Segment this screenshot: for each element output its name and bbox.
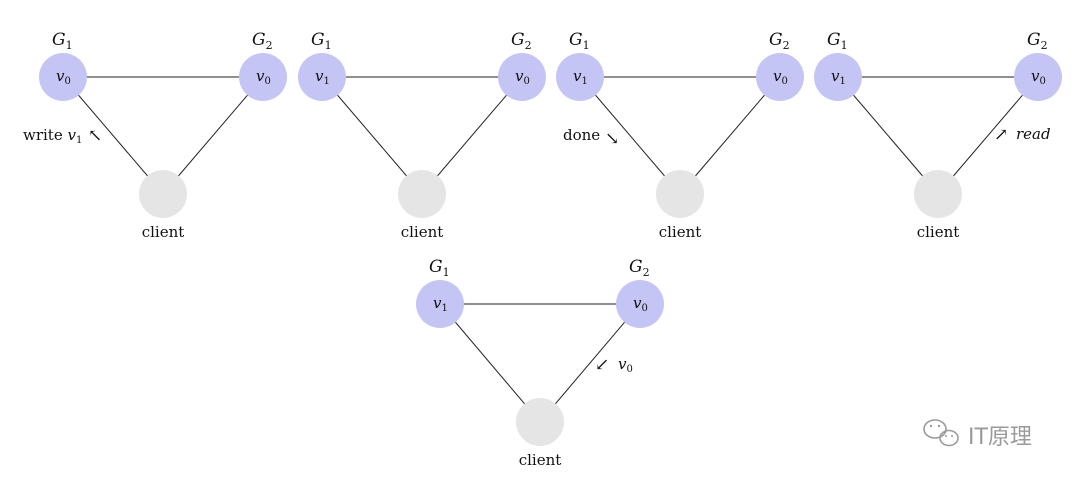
client-label: client [659, 223, 702, 241]
edge-g1-client [439, 303, 541, 423]
client-node [656, 170, 704, 218]
server-value-g2: v0 [1031, 67, 1046, 87]
edge-g2-client [679, 76, 781, 195]
client-node [914, 170, 962, 218]
edge-g1-client [837, 76, 939, 195]
server-node-g2 [756, 53, 804, 101]
client-node [516, 398, 564, 446]
annotation-write: write v1 [23, 126, 82, 146]
server-node-g1 [298, 53, 346, 101]
edge-g1-client [579, 76, 681, 195]
annotation-done: done [563, 126, 600, 144]
up-right-arrow-icon: ↗ [994, 125, 1008, 145]
server-label-g1: G1 [827, 30, 848, 52]
server-label-g2: G2 [629, 257, 650, 279]
client-label: client [917, 223, 960, 241]
server-node-g1 [39, 53, 87, 101]
panel-2: G1 G2 v1 v0 client [298, 30, 546, 241]
server-value-g2: v0 [515, 67, 530, 87]
panel-5: G1 G2 v1 v0 client ↙ v0 [416, 257, 664, 469]
client-node [139, 170, 187, 218]
edge-g2-client [421, 76, 523, 195]
edge-g2-client [162, 76, 264, 195]
edge-g2-client [937, 76, 1039, 195]
server-label-g2: G2 [769, 30, 790, 52]
server-label-g1: G1 [429, 257, 450, 279]
server-value-g2: v0 [773, 67, 788, 87]
wechat-icon [923, 419, 959, 447]
panel-4: G1 G2 v1 v0 client ↗ read [814, 30, 1062, 241]
watermark-text: IT原理 [968, 425, 1032, 450]
server-value-g1: v1 [315, 67, 330, 87]
server-label-g2: G2 [252, 30, 273, 52]
server-node-g2 [1014, 53, 1062, 101]
server-label-g2: G2 [511, 30, 532, 52]
server-label-g2: G2 [1027, 30, 1048, 52]
server-node-g2 [498, 53, 546, 101]
server-node-g2 [616, 280, 664, 328]
server-node-g1 [416, 280, 464, 328]
down-right-arrow-icon: ↘ [605, 129, 619, 149]
panel-1: G1 G2 v0 v0 client write v1 ↖ [23, 30, 287, 241]
server-node-g2 [239, 53, 287, 101]
edge-g1-client [62, 76, 164, 195]
server-value-g2: v0 [256, 67, 271, 87]
down-left-arrow-icon: ↙ [595, 355, 609, 375]
server-label-g1: G1 [569, 30, 590, 52]
server-value-g1: v1 [573, 67, 588, 87]
server-label-g1: G1 [52, 30, 73, 52]
server-node-g1 [556, 53, 604, 101]
server-value-g2: v0 [633, 294, 648, 314]
server-value-g1: v1 [831, 67, 846, 87]
watermark: IT原理 [923, 419, 1032, 450]
client-label: client [142, 223, 185, 241]
annotation-read: read [1016, 125, 1051, 143]
server-value-g1: v0 [56, 67, 71, 87]
up-left-arrow-icon: ↖ [88, 126, 102, 146]
edge-g1-client [321, 76, 423, 195]
server-label-g1: G1 [311, 30, 332, 52]
edge-g2-client [539, 303, 641, 423]
client-node [398, 170, 446, 218]
client-label: client [519, 451, 562, 469]
client-label: client [401, 223, 444, 241]
panel-3: G1 G2 v1 v0 client done ↘ [556, 30, 804, 241]
server-value-g1: v1 [433, 294, 448, 314]
server-node-g1 [814, 53, 862, 101]
annotation-v0: v0 [618, 355, 633, 375]
